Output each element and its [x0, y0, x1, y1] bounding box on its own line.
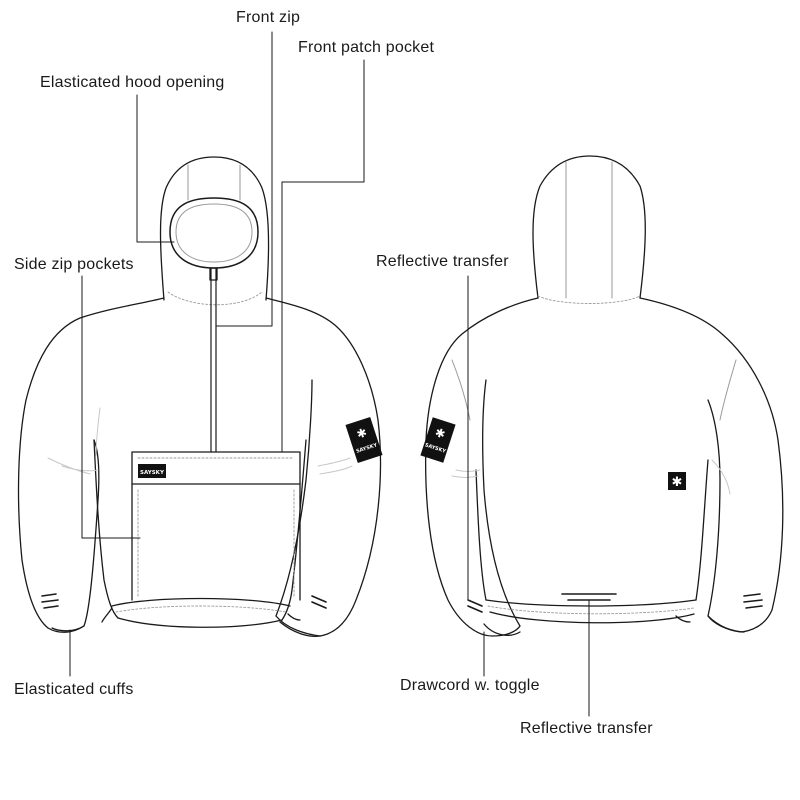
front-side-zip-right-ghost	[317, 457, 353, 475]
label-front-zip: Front zip	[236, 9, 301, 26]
front-patch-pocket-stitch	[137, 457, 295, 599]
back-sleeve-logo: ✱ SAYSKY	[420, 417, 456, 463]
back-sleeve-star-icon: ✱	[433, 425, 447, 441]
front-right-cuff	[279, 621, 321, 638]
back-neck-stitch	[537, 295, 641, 304]
leader-side-zip-pockets	[81, 275, 141, 539]
leader-front-zip	[215, 31, 273, 327]
front-pocket-logo-text: SAYSKY	[140, 470, 165, 476]
back-drawcord-right	[675, 615, 691, 623]
back-body-outline	[425, 297, 784, 637]
front-neck-stitch	[167, 291, 263, 306]
back-right-sleeve-inner	[707, 399, 743, 633]
front-hood-outline	[159, 156, 270, 301]
back-hood-center-seam	[565, 161, 613, 299]
front-patch-pocket	[131, 451, 301, 601]
front-left-sleeve	[47, 439, 100, 633]
front-hood-opening-inner	[175, 203, 253, 263]
label-reflective-transfer-bottom: Reflective transfer	[520, 720, 653, 737]
front-sleeve-logo: ✱ SAYSKY	[345, 416, 383, 464]
back-view	[425, 155, 784, 717]
front-hem-band	[111, 597, 291, 628]
back-hem-reflective	[561, 593, 617, 601]
front-pocket-logo: SAYSKY	[138, 464, 166, 478]
label-drawcord-toggle: Drawcord w. toggle	[400, 677, 540, 694]
back-left-raglan-seam	[451, 359, 471, 421]
back-torso-left	[475, 469, 487, 601]
front-hood-opening	[169, 197, 259, 269]
back-right-cuff	[707, 615, 745, 633]
front-view	[17, 31, 382, 677]
front-drawcord-right	[287, 613, 301, 621]
back-hem-stitch	[487, 605, 695, 615]
front-hood-seam	[187, 164, 241, 201]
front-drawcord-left	[101, 607, 113, 623]
label-reflective-transfer-top: Reflective transfer	[376, 253, 509, 270]
back-left-cuff	[483, 623, 521, 636]
front-side-zip-left-ghost	[47, 407, 101, 475]
label-elasticated-cuffs: Elasticated cuffs	[14, 681, 134, 698]
front-torso-right-side	[281, 439, 307, 621]
sleeve-star-icon: ✱	[355, 425, 369, 441]
back-right-cuff-reflective	[743, 593, 763, 609]
back-hem-band	[485, 599, 697, 624]
label-front-patch-pocket: Front patch pocket	[298, 39, 435, 56]
front-right-sleeve	[275, 379, 321, 637]
front-left-cuff-reflective	[41, 593, 59, 609]
back-left-sleeve-inner	[482, 379, 521, 637]
back-hood-outline	[532, 155, 646, 299]
label-hood-opening: Elasticated hood opening	[40, 74, 225, 91]
back-right-raglan-seam	[719, 359, 737, 421]
back-left-cuff-reflective	[467, 599, 483, 613]
front-right-cuff-reflective	[311, 595, 327, 609]
front-hem-stitch	[115, 605, 287, 613]
label-side-zip-pockets: Side zip pockets	[14, 256, 134, 273]
leader-hood-opening	[136, 94, 175, 243]
back-star-patch: ✱	[668, 472, 686, 490]
back-torso-right	[695, 459, 709, 601]
front-zip-pull	[209, 267, 218, 281]
leader-front-patch-pocket	[281, 59, 365, 453]
front-left-cuff	[51, 625, 85, 632]
back-star-icon: ✱	[672, 475, 683, 490]
back-side-ghost-right	[711, 459, 731, 495]
front-zip	[210, 267, 217, 453]
front-body-outline	[17, 297, 382, 637]
front-torso-left-side	[93, 439, 119, 619]
